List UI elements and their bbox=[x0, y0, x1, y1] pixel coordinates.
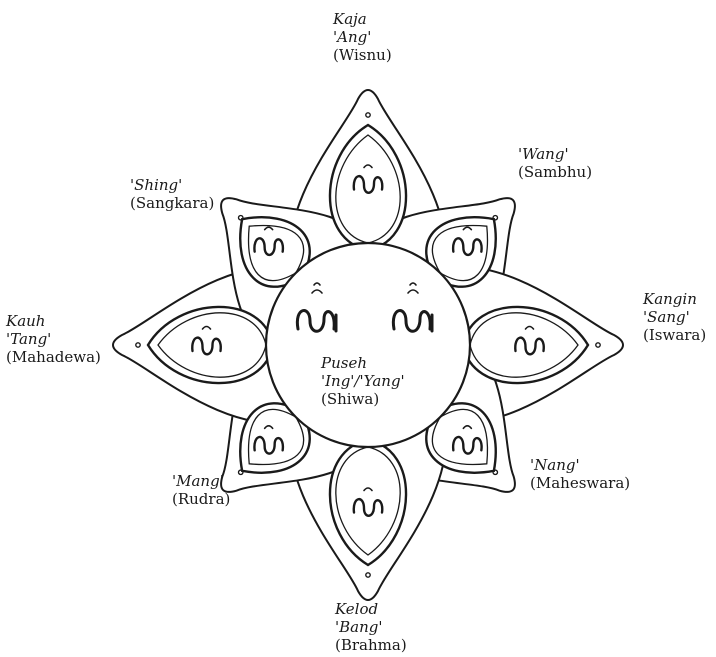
southwest-syllable: 'Mang' bbox=[172, 472, 230, 490]
northwest-syllable: 'Shing' bbox=[130, 176, 214, 194]
label-west: Kauh 'Tang' (Mahadewa) bbox=[6, 312, 101, 366]
label-southeast: 'Nang' (Maheswara) bbox=[530, 456, 630, 492]
label-north: Kaja 'Ang' (Wisnu) bbox=[333, 10, 392, 64]
northeast-deity: (Sambhu) bbox=[518, 163, 592, 181]
south-syllable: 'Bang' bbox=[335, 618, 407, 636]
label-south: Kelod 'Bang' (Brahma) bbox=[335, 600, 407, 654]
center-syllable: 'Ing'/'Yang' bbox=[321, 372, 405, 390]
west-syllable: 'Tang' bbox=[6, 330, 101, 348]
north-direction: Kaja bbox=[333, 10, 392, 28]
southeast-syllable: 'Nang' bbox=[530, 456, 630, 474]
south-deity: (Brahma) bbox=[335, 636, 407, 654]
label-northwest: 'Shing' (Sangkara) bbox=[130, 176, 214, 212]
label-southwest: 'Mang' (Rudra) bbox=[172, 472, 230, 508]
north-syllable: 'Ang' bbox=[333, 28, 392, 46]
west-deity: (Mahadewa) bbox=[6, 348, 101, 366]
label-center: Puseh 'Ing'/'Yang' (Shiwa) bbox=[321, 354, 405, 408]
east-deity: (Iswara) bbox=[643, 326, 706, 344]
east-syllable: 'Sang' bbox=[643, 308, 706, 326]
west-direction: Kauh bbox=[6, 312, 101, 330]
label-east: Kangin 'Sang' (Iswara) bbox=[643, 290, 706, 344]
center-deity: (Shiwa) bbox=[321, 390, 405, 408]
east-direction: Kangin bbox=[643, 290, 706, 308]
center-direction: Puseh bbox=[321, 354, 405, 372]
center-circle bbox=[266, 243, 470, 447]
northwest-deity: (Sangkara) bbox=[130, 194, 214, 212]
northeast-syllable: 'Wang' bbox=[518, 145, 592, 163]
south-direction: Kelod bbox=[335, 600, 407, 618]
label-northeast: 'Wang' (Sambhu) bbox=[518, 145, 592, 181]
north-deity: (Wisnu) bbox=[333, 46, 392, 64]
southeast-deity: (Maheswara) bbox=[530, 474, 630, 492]
southwest-deity: (Rudra) bbox=[172, 490, 230, 508]
